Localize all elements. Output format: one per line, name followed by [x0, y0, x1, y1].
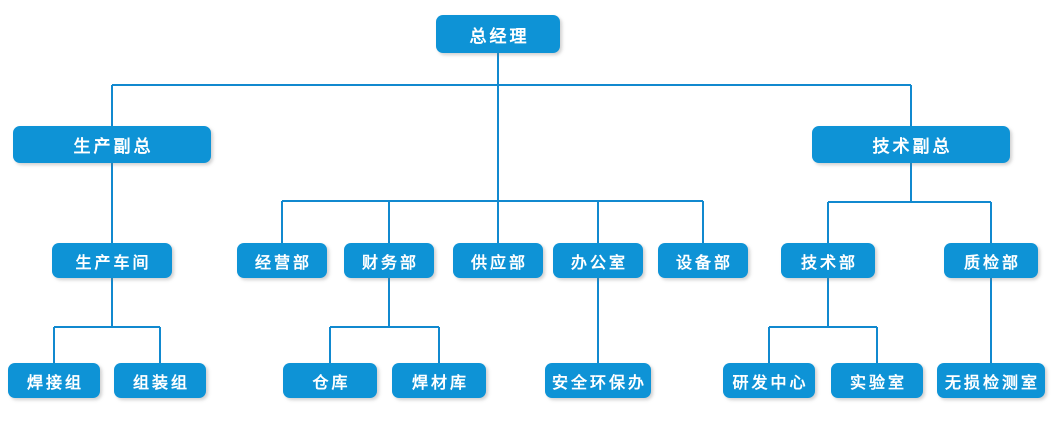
org-node-equipment-dept: 设备部 [658, 243, 748, 278]
org-node-business-dept: 经营部 [237, 243, 327, 278]
org-node-quality-inspection-dept: 质检部 [944, 243, 1038, 278]
org-node-rnd-center: 研发中心 [723, 363, 815, 398]
org-node-assembly-group: 组装组 [114, 363, 206, 398]
org-node-finance-dept: 财务部 [344, 243, 434, 278]
org-node-production-workshop: 生产车间 [52, 243, 172, 278]
org-node-welding-group: 焊接组 [8, 363, 100, 398]
org-node-welding-material-warehouse: 焊材库 [392, 363, 486, 398]
org-node-warehouse: 仓库 [283, 363, 377, 398]
org-node-ndt-room: 无损检测室 [937, 363, 1045, 398]
org-node-production-vp: 生产副总 [13, 126, 211, 163]
org-node-technical-vp: 技术副总 [812, 126, 1010, 163]
org-node-laboratory: 实验室 [831, 363, 923, 398]
org-node-supply-dept: 供应部 [453, 243, 543, 278]
org-node-office: 办公室 [553, 243, 643, 278]
org-node-safety-environment-office: 安全环保办 [545, 363, 651, 398]
org-node-technical-dept: 技术部 [781, 243, 875, 278]
org-node-ceo: 总经理 [436, 15, 560, 53]
